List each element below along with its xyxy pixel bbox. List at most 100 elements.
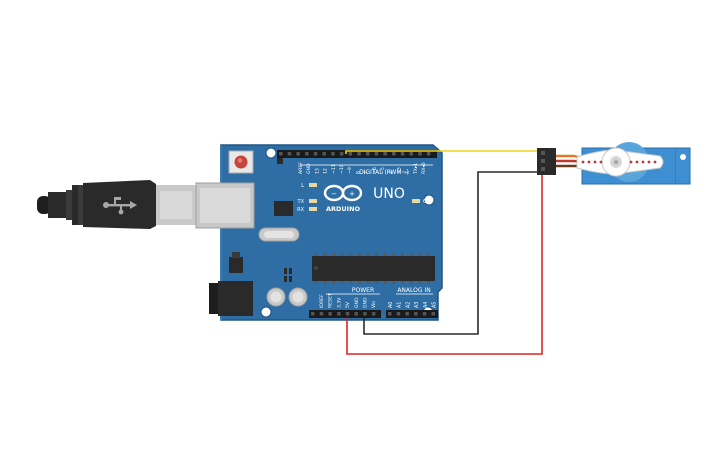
usb-cable[interactable] xyxy=(37,180,196,229)
digital-header[interactable] xyxy=(277,150,437,158)
led-l-label: L xyxy=(301,183,304,189)
header-pin[interactable] xyxy=(345,312,350,316)
digital-pin-label: 7 xyxy=(364,171,370,174)
brand-label: ARDUINO xyxy=(326,205,361,213)
header-pin[interactable] xyxy=(339,152,344,156)
micro-servo[interactable]: ✳ xyxy=(537,142,691,185)
usb-interface-chip xyxy=(274,201,293,216)
power-pin-label: Vin xyxy=(371,301,377,308)
capacitor xyxy=(288,287,308,307)
header-pin[interactable] xyxy=(363,312,367,316)
analog-pin-label: A5 xyxy=(432,302,438,308)
digital-pin-label: GND xyxy=(306,163,312,174)
svg-text:✳: ✳ xyxy=(613,158,620,167)
analog-label: ANALOG IN xyxy=(397,287,430,294)
header-pin[interactable] xyxy=(371,312,376,316)
header-pin[interactable] xyxy=(354,312,359,316)
header-pin[interactable] xyxy=(328,312,332,316)
svg-text:+: + xyxy=(349,190,355,198)
usb-icon xyxy=(103,197,137,215)
header-pin[interactable] xyxy=(322,152,327,156)
led-tx-label: TX xyxy=(297,199,305,205)
header-pin[interactable] xyxy=(305,152,309,156)
mounting-hole xyxy=(265,147,277,159)
header-pin[interactable] xyxy=(348,152,353,156)
digital-pin-label: 13 xyxy=(314,168,320,174)
header-pin[interactable] xyxy=(388,312,392,316)
analog-pin-label: A3 xyxy=(414,302,420,308)
status-leds: L TX RX ON xyxy=(297,183,431,213)
power-pin-label: RESET xyxy=(328,293,334,308)
atmega-chip xyxy=(312,253,435,284)
analog-pin-label: A4 xyxy=(423,302,429,308)
mounting-hole xyxy=(423,194,435,206)
arduino-infinity-logo: − + ARDUINO xyxy=(323,184,363,213)
digital-pin-label: ~9 xyxy=(347,167,353,174)
power-wire[interactable] xyxy=(346,175,543,355)
digital-pin-label: ~11 xyxy=(331,164,337,174)
mounting-hole xyxy=(260,306,272,318)
header-pin[interactable] xyxy=(296,152,300,156)
header-pin[interactable] xyxy=(287,152,292,156)
header-pin[interactable] xyxy=(400,152,405,156)
digital-pin-label: ~6 xyxy=(372,167,378,174)
voltage-regulator xyxy=(229,252,243,273)
header-pin[interactable] xyxy=(409,152,414,156)
header-pin[interactable] xyxy=(313,152,318,156)
header-pin[interactable] xyxy=(366,152,370,156)
header-pin[interactable] xyxy=(374,152,379,156)
header-pin[interactable] xyxy=(357,152,361,156)
servo-connector[interactable] xyxy=(537,148,556,175)
capacitor xyxy=(266,287,286,307)
digital-pin-label: 4 xyxy=(388,171,394,174)
wires xyxy=(345,150,543,355)
power-pin-label: IOREF xyxy=(319,294,325,308)
header-pin[interactable] xyxy=(422,312,427,316)
power-pin-label: 5V xyxy=(345,301,351,308)
header-pin[interactable] xyxy=(383,152,387,156)
ground-wire[interactable] xyxy=(363,171,538,335)
analog-header[interactable] xyxy=(386,310,438,318)
power-pin-label: GND xyxy=(363,297,369,308)
digital-pin-label: RX◂0 xyxy=(421,162,427,174)
header-pin[interactable] xyxy=(311,312,315,316)
signal-wire[interactable] xyxy=(345,150,538,154)
header-pin[interactable] xyxy=(396,312,401,316)
power-header[interactable] xyxy=(309,310,381,318)
led-rx-label: RX xyxy=(297,207,304,213)
header-pin[interactable] xyxy=(426,152,431,156)
digital-pin-label: 2 xyxy=(405,171,411,174)
header-pin[interactable] xyxy=(405,312,409,316)
header-pin[interactable] xyxy=(331,152,335,156)
servo-horn[interactable]: ✳ xyxy=(576,147,664,177)
header-pin[interactable] xyxy=(279,152,283,156)
analog-pin-label: A0 xyxy=(388,302,394,308)
digital-pin-label: 12 xyxy=(323,168,329,174)
digital-label: DIGITAL (PWM~) xyxy=(359,169,409,176)
power-pin-label: 3.3V xyxy=(336,297,342,308)
digital-pin-label: TX▸1 xyxy=(413,163,419,175)
led-on-label: ON xyxy=(423,199,431,205)
analog-pin-label: A2 xyxy=(405,302,411,308)
power-label: POWER xyxy=(352,287,374,294)
header-pin[interactable] xyxy=(337,312,341,316)
digital-pin-label: ~10 xyxy=(339,164,345,174)
reset-button[interactable] xyxy=(228,150,254,174)
power-pin-label: GND xyxy=(354,297,360,308)
digital-pin-label: ~3 xyxy=(396,167,402,174)
header-pin[interactable] xyxy=(431,312,436,316)
header-pin[interactable] xyxy=(319,312,324,316)
header-pin[interactable] xyxy=(392,152,396,156)
digital-pin-label: 8 xyxy=(355,171,361,174)
digital-pin-label: AREF xyxy=(298,162,304,174)
analog-pin-label: A1 xyxy=(397,302,403,308)
header-pin[interactable] xyxy=(418,152,422,156)
small-components xyxy=(284,268,292,282)
header-pin[interactable] xyxy=(414,312,418,316)
digital-pin-label: ~5 xyxy=(380,167,386,174)
